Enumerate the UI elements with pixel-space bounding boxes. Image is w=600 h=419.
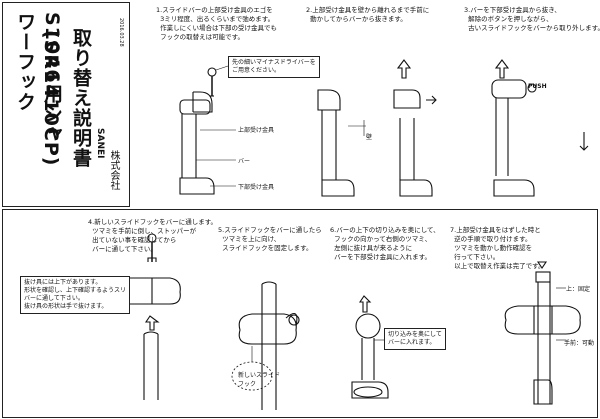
step-1-text: 1.スライドバーの上部受け金具のエゴを 3ミリ程度、出るくらいまで弛めます。 作… — [156, 6, 278, 41]
step-2-text: 2.上部受け金具を壁から離れるまで手前に 動かしてからバーから抜きます。 — [306, 6, 430, 23]
step-5-illustration — [231, 281, 300, 410]
instruction-frame-bottom — [2, 209, 598, 418]
brand-logo: SANEI — [95, 128, 105, 159]
document-heading: 取り替え説明書 — [70, 28, 92, 168]
label-upper-fitting: 上部受け金具 — [238, 127, 275, 134]
step-2-illustration — [317, 59, 437, 197]
screwdriver-note: 先の細いマイナスドライバーを ご用意ください。 — [228, 56, 320, 78]
label-up-fixed: 上：固定 — [566, 286, 591, 293]
step-6-text: 6.バーの上下の切り込みを奥にして、 フックの向かって右側のツマミ、 左側に抜け… — [330, 226, 440, 261]
label-front-movable: 手前：可動 — [564, 340, 595, 347]
slot-note: 切り込みを奥にして バーに入れます。 — [384, 328, 446, 350]
label-bar: バー — [238, 158, 251, 165]
step-1-illustration — [179, 63, 236, 195]
title-panel — [2, 2, 130, 207]
step-4-text: 4.新しいスライドフックをバーに通します。 ツマミを手前に倒し、ストッパーが 出… — [88, 218, 218, 253]
step-7-text: 7.上部受け金具をはずした時と 逆の手順で取り付けます。 ツマミを動かし動作確認… — [450, 226, 545, 270]
step-5-text: 5.スライドフックをバーに通したら ツマミを上に向け、 スライドフックを固定しま… — [218, 226, 322, 252]
product-title: S1046用シャワーフック — [14, 12, 63, 144]
label-wall: 壁 — [366, 134, 373, 141]
step-3-text: 3.バーを下部受け金具から抜き、 解除のボタンを押しながら、 古いスライドフック… — [464, 6, 600, 32]
step-3-illustration — [491, 59, 589, 197]
product-model: (SR1410CP) — [40, 30, 62, 167]
stopper-note: 抜け具には上下があります。 形状を確認し、上下確認するようスリ バーに通して下さ… — [20, 276, 131, 314]
step-6-illustration — [351, 295, 389, 399]
step-4-illustration — [116, 233, 181, 400]
company-name: 株式会社 — [108, 150, 119, 190]
label-new-hook: 新しいスライド フック — [238, 372, 281, 388]
document-code: 2016.03.28 — [118, 18, 124, 47]
label-push: PUSH — [528, 83, 547, 90]
label-lower-fitting: 下部受け金具 — [238, 184, 275, 191]
step-7-illustration — [504, 261, 581, 405]
